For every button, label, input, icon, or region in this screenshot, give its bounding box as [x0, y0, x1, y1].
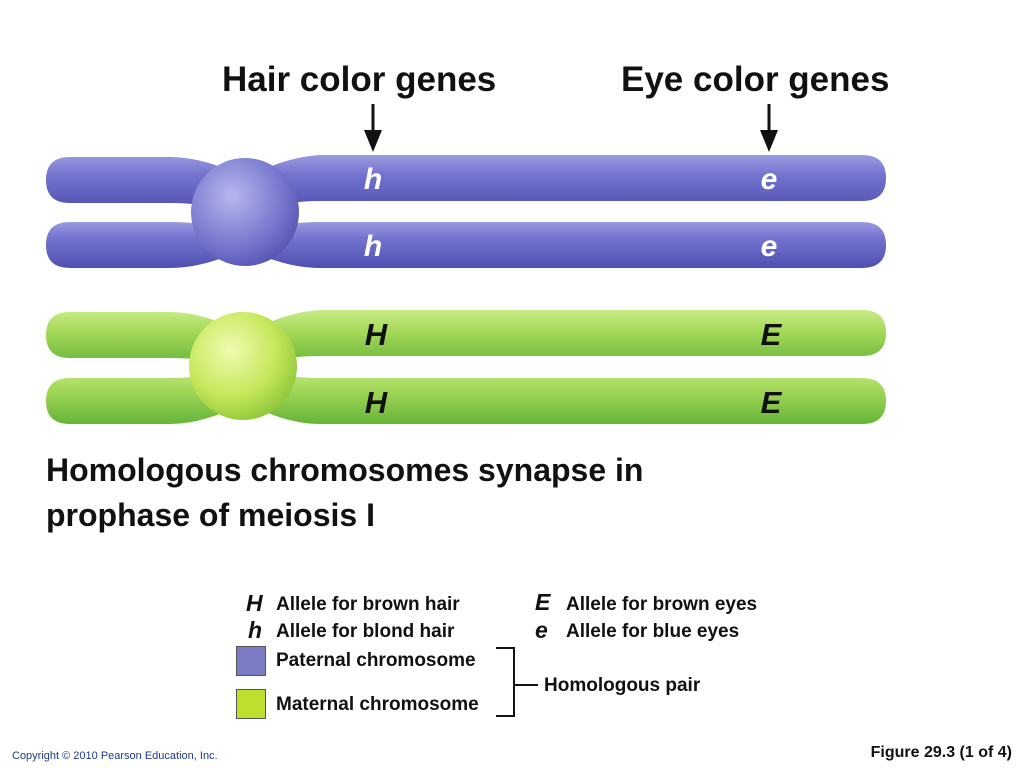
- homologous-pair-bracket: [496, 647, 538, 717]
- legend-symbol-H: H: [246, 590, 263, 616]
- legend-symbol-E: E: [535, 589, 551, 615]
- legend-text-blond-hair: Allele for blond hair: [276, 621, 455, 642]
- legend-text-brown-hair: Allele for brown hair: [276, 594, 460, 615]
- paternal-eye-allele-2: e: [761, 230, 778, 263]
- legend-symbol-e: e: [535, 617, 548, 643]
- maternal-swatch: [236, 689, 266, 719]
- maternal-eye-allele-2: E: [761, 385, 783, 420]
- eye-gene-arrow: [760, 104, 778, 152]
- caption-line-1: Homologous chromosomes synapse in: [46, 452, 644, 488]
- copyright-notice: Copyright © 2010 Pearson Education, Inc.: [12, 750, 218, 762]
- hair-genes-label: Hair color genes: [222, 60, 497, 99]
- legend-text-brown-eyes: Allele for brown eyes: [566, 594, 758, 615]
- diagram-caption: Homologous chromosomes synapse in propha…: [46, 448, 643, 538]
- legend-text-homologous-pair: Homologous pair: [544, 675, 701, 696]
- legend-text-maternal: Maternal chromosome: [276, 694, 479, 715]
- chromosome-diagram: h e h e H E H E: [46, 104, 886, 424]
- legend-symbol-h: h: [248, 617, 263, 643]
- hair-gene-arrow: [364, 104, 382, 152]
- maternal-eye-allele-1: E: [761, 317, 783, 352]
- maternal-centromere: [189, 312, 297, 420]
- maternal-hair-allele-2: H: [365, 385, 388, 420]
- eye-genes-label: Eye color genes: [621, 60, 890, 99]
- paternal-centromere: [191, 158, 299, 266]
- paternal-hair-allele-1: h: [364, 163, 382, 196]
- maternal-chromosome: H E H E: [46, 310, 886, 424]
- legend-text-blue-eyes: Allele for blue eyes: [566, 621, 740, 642]
- paternal-eye-allele-1: e: [761, 163, 778, 196]
- figure-number: Figure 29.3 (1 of 4): [870, 744, 1012, 761]
- maternal-hair-allele-1: H: [365, 317, 388, 352]
- paternal-hair-allele-2: h: [364, 230, 382, 263]
- legend-text-paternal: Paternal chromosome: [276, 650, 476, 671]
- paternal-chromosome: h e h e: [46, 155, 886, 268]
- caption-line-2: prophase of meiosis I: [46, 497, 375, 533]
- paternal-swatch: [236, 646, 266, 676]
